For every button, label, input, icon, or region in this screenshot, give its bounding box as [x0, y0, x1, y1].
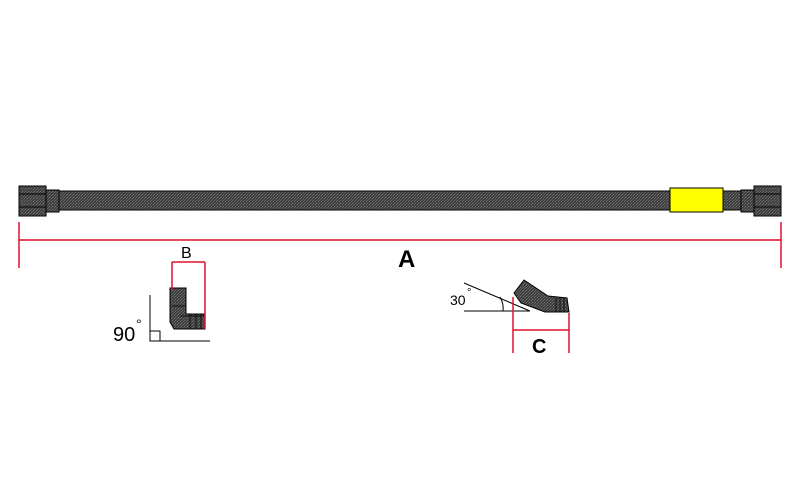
marker-sleeve [669, 187, 724, 213]
hose-body [58, 190, 671, 211]
angle-90-degree: ° [136, 316, 142, 332]
elbow-90-icon [169, 287, 206, 330]
dimension-a-label: A [398, 246, 415, 273]
left-end-fitting-icon [18, 185, 60, 217]
right-angle-mark [149, 330, 161, 342]
elbow-90-detail: B 90 ° [113, 245, 210, 346]
angle-30-label: 30 [450, 292, 466, 308]
main-hose-assembly [18, 185, 782, 217]
elbow-30-icon [513, 279, 570, 313]
angle-arc [499, 296, 504, 312]
dimension-b-label: B [181, 245, 192, 262]
angle-90-label: 90 [113, 324, 135, 346]
right-end-fitting-icon [740, 185, 782, 217]
angle-30-degree: ° [467, 287, 471, 299]
dimension-a: A [18, 222, 782, 273]
dimension-c-label: C [532, 336, 546, 358]
bend-30-detail: C 30 ° [450, 279, 570, 358]
